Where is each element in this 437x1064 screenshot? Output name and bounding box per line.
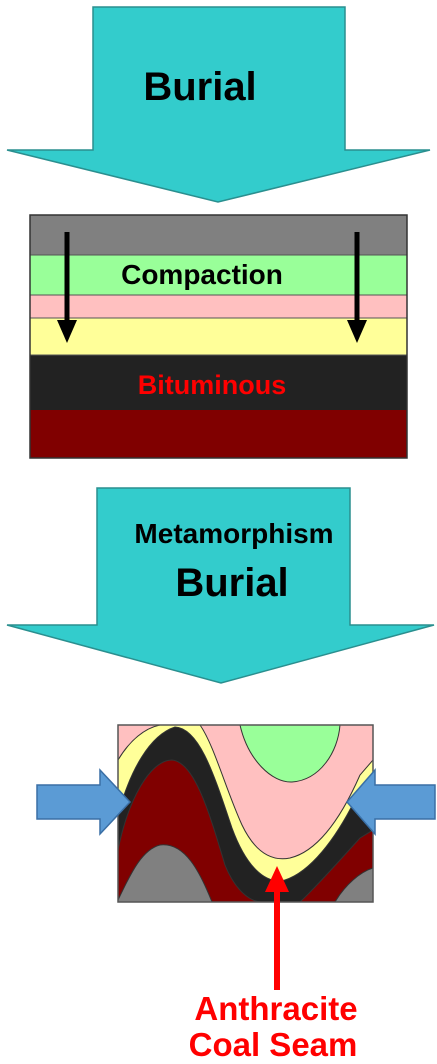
compaction-label: Compaction [121, 259, 283, 290]
squeeze-arrow-left [37, 770, 130, 834]
folded-strata [118, 725, 373, 902]
anthracite-pointer-arrow [265, 866, 289, 990]
burial-label-top: Burial [143, 65, 256, 109]
gray-layer [30, 215, 407, 255]
metamorphism-label: Metamorphism [134, 518, 333, 549]
anthracite-caption-line2: Coal Seam [189, 1026, 358, 1063]
dark-red-layer [30, 410, 407, 458]
anthracite-caption-line1: Anthracite [194, 990, 357, 1027]
burial-arrow-top: Burial [7, 7, 430, 202]
bituminous-label: Bituminous [138, 370, 287, 400]
strata-box: Compaction Bituminous [30, 215, 407, 458]
burial-label-middle: Burial [175, 561, 288, 605]
metamorphism-burial-arrow: Metamorphism Burial [7, 488, 434, 683]
pink-layer [30, 295, 407, 318]
